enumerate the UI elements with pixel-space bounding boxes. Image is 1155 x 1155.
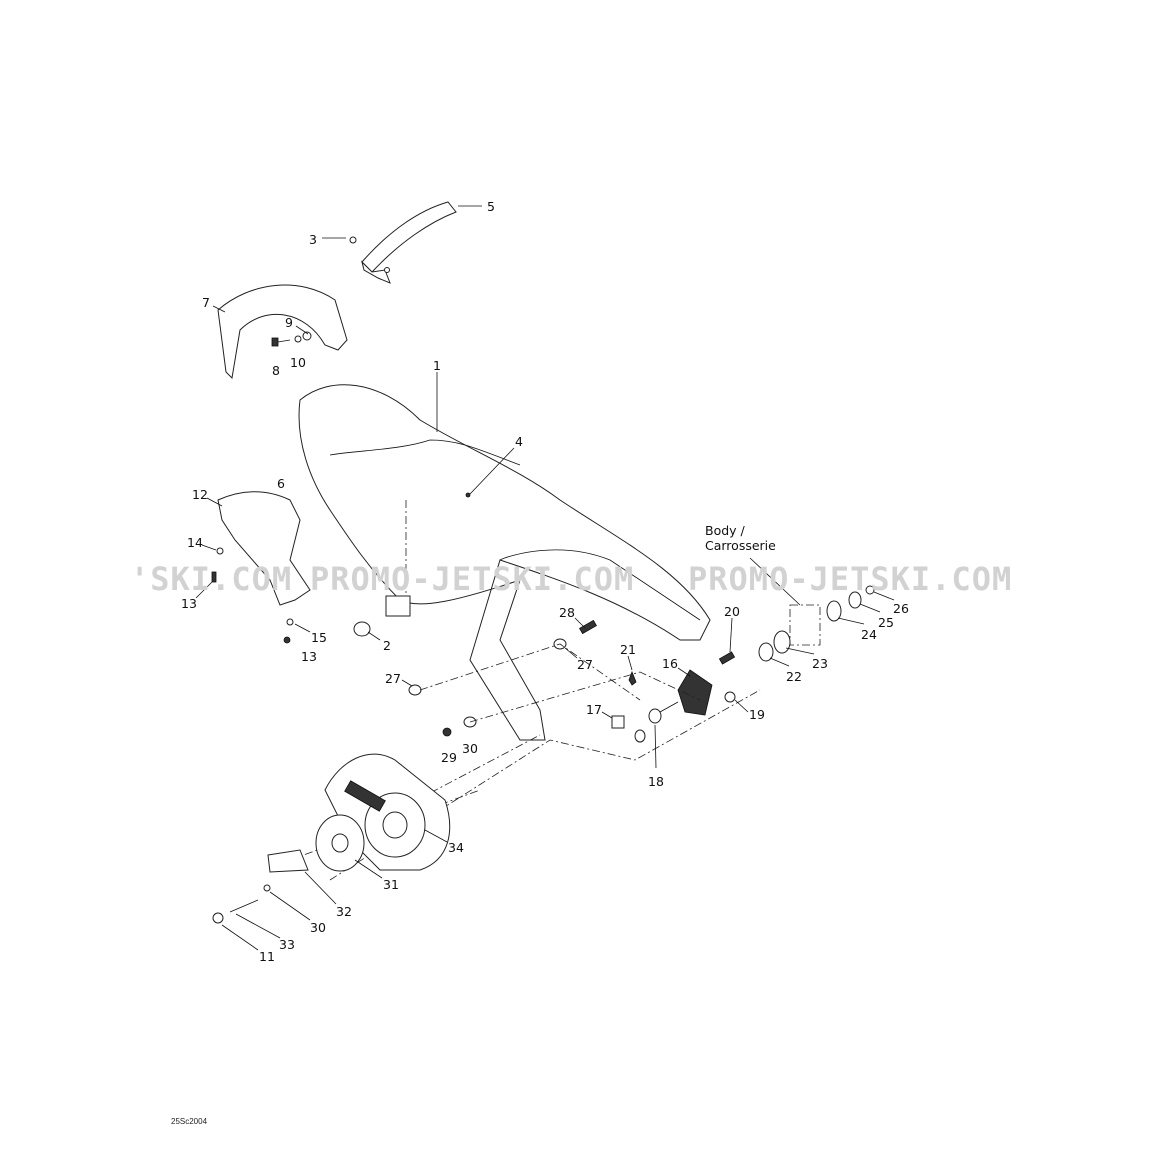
callout-23: 23 bbox=[812, 656, 828, 671]
callout-20: 20 bbox=[724, 604, 740, 619]
callout-6: 6 bbox=[277, 476, 285, 491]
callout-1: 1 bbox=[433, 358, 441, 373]
callout-31: 31 bbox=[383, 877, 399, 892]
callout-14: 14 bbox=[187, 535, 203, 550]
callout-15: 15 bbox=[311, 630, 327, 645]
part-32-plate bbox=[267, 849, 309, 873]
callout-16: 16 bbox=[662, 656, 678, 671]
part-2-grommet bbox=[353, 621, 371, 637]
right-washers bbox=[749, 557, 875, 662]
drawing-code: 25Sc2004 bbox=[171, 1117, 208, 1126]
part-7-cover bbox=[217, 284, 348, 380]
callout-18: 18 bbox=[648, 774, 664, 789]
watermark-2: PROMO-JETSKI.COM bbox=[310, 560, 634, 598]
watermark-1: 'SKI.COM bbox=[130, 560, 292, 598]
watermark-3: PROMO-JETSKI.COM bbox=[688, 560, 1012, 598]
callout-11: 11 bbox=[259, 949, 275, 964]
callout-25: 25 bbox=[878, 615, 894, 630]
callout-27: 27 bbox=[577, 657, 593, 672]
part-4-point bbox=[465, 492, 471, 498]
callout-21: 21 bbox=[620, 642, 636, 657]
callout-33: 33 bbox=[279, 937, 295, 952]
callout-12: 12 bbox=[192, 487, 208, 502]
callout-29: 29 bbox=[441, 750, 457, 765]
small-fasteners-left bbox=[211, 547, 294, 644]
callout-22: 22 bbox=[786, 669, 802, 684]
leader-lines bbox=[195, 205, 895, 951]
part-12-bracket bbox=[217, 491, 311, 606]
callout-30b: 30 bbox=[310, 920, 326, 935]
callout-2: 2 bbox=[383, 638, 391, 653]
callout-13: 13 bbox=[181, 596, 197, 611]
bottom-fasteners bbox=[212, 884, 271, 924]
callout-8: 8 bbox=[272, 363, 280, 378]
callout-13b: 13 bbox=[301, 649, 317, 664]
callout-28: 28 bbox=[559, 605, 575, 620]
part-1-seat bbox=[298, 384, 711, 741]
callout-30: 30 bbox=[462, 741, 478, 756]
callout-5: 5 bbox=[487, 199, 495, 214]
callout-26: 26 bbox=[893, 601, 909, 616]
callout-34: 34 bbox=[448, 840, 464, 855]
callout-7: 7 bbox=[202, 295, 210, 310]
callout-17: 17 bbox=[586, 702, 602, 717]
part-8-10-fasteners bbox=[271, 331, 312, 347]
callout-24: 24 bbox=[861, 627, 877, 642]
body-note-line2: Carrosserie bbox=[705, 538, 776, 553]
part-3-plug bbox=[349, 236, 357, 244]
callout-9: 9 bbox=[285, 315, 293, 330]
body-note-line1: Body / bbox=[705, 523, 746, 538]
callout-19: 19 bbox=[749, 707, 765, 722]
callout-27b: 27 bbox=[385, 671, 401, 686]
callout-4: 4 bbox=[515, 434, 523, 449]
mid-fasteners bbox=[408, 619, 736, 743]
part-31-pulley bbox=[315, 814, 365, 872]
callout-32: 32 bbox=[336, 904, 352, 919]
callout-10: 10 bbox=[290, 355, 306, 370]
part-5-handle bbox=[361, 201, 457, 284]
callout-3: 3 bbox=[309, 232, 317, 247]
